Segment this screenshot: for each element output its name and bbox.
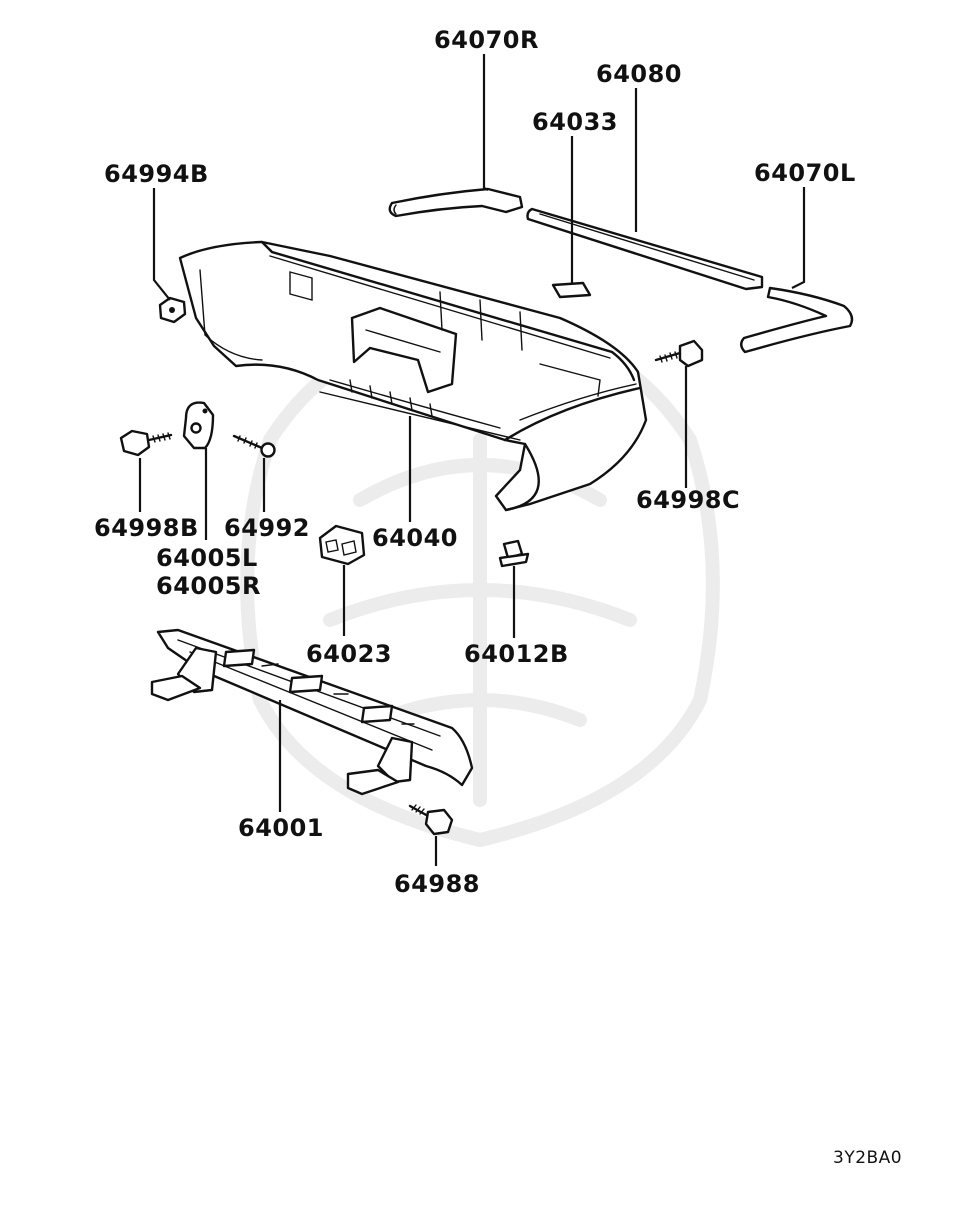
pad-64033 <box>551 281 592 299</box>
bolt-64998B <box>119 429 173 457</box>
retainer-64023 <box>318 524 366 566</box>
bracket-64005 <box>182 401 215 450</box>
nut-64994B <box>158 296 187 324</box>
callout-64001: 64001 <box>238 814 324 842</box>
bolt-64988 <box>408 804 454 836</box>
callout-64005L: 64005L <box>156 544 258 572</box>
callout-64023: 64023 <box>306 640 392 668</box>
callout-64070L: 64070L <box>754 159 856 187</box>
center-molding-64080 <box>526 207 764 291</box>
clip-64012B <box>498 539 530 568</box>
callout-64992: 64992 <box>224 514 310 542</box>
leader-lines <box>138 54 806 866</box>
callout-64040: 64040 <box>372 524 458 552</box>
end-cap-left-64070L <box>740 286 854 354</box>
screw-64992 <box>232 434 276 458</box>
callout-64994B: 64994B <box>104 160 209 188</box>
bumper-reinforcement-64001 <box>150 628 474 796</box>
callout-64988: 64988 <box>394 870 480 898</box>
callout-64005R: 64005R <box>156 572 261 600</box>
callout-64012B: 64012B <box>464 640 569 668</box>
callout-64998C: 64998C <box>636 486 741 514</box>
diagram-code: 3Y2BA0 <box>833 1148 903 1168</box>
callout-64080: 64080 <box>596 60 682 88</box>
callout-64998B: 64998B <box>94 514 199 542</box>
end-cap-right-64070R <box>388 187 524 218</box>
bumper-cover-64040 <box>178 240 648 512</box>
callout-64033: 64033 <box>532 108 618 136</box>
bolt-64998C <box>654 339 704 368</box>
callout-64070R: 64070R <box>434 26 539 54</box>
